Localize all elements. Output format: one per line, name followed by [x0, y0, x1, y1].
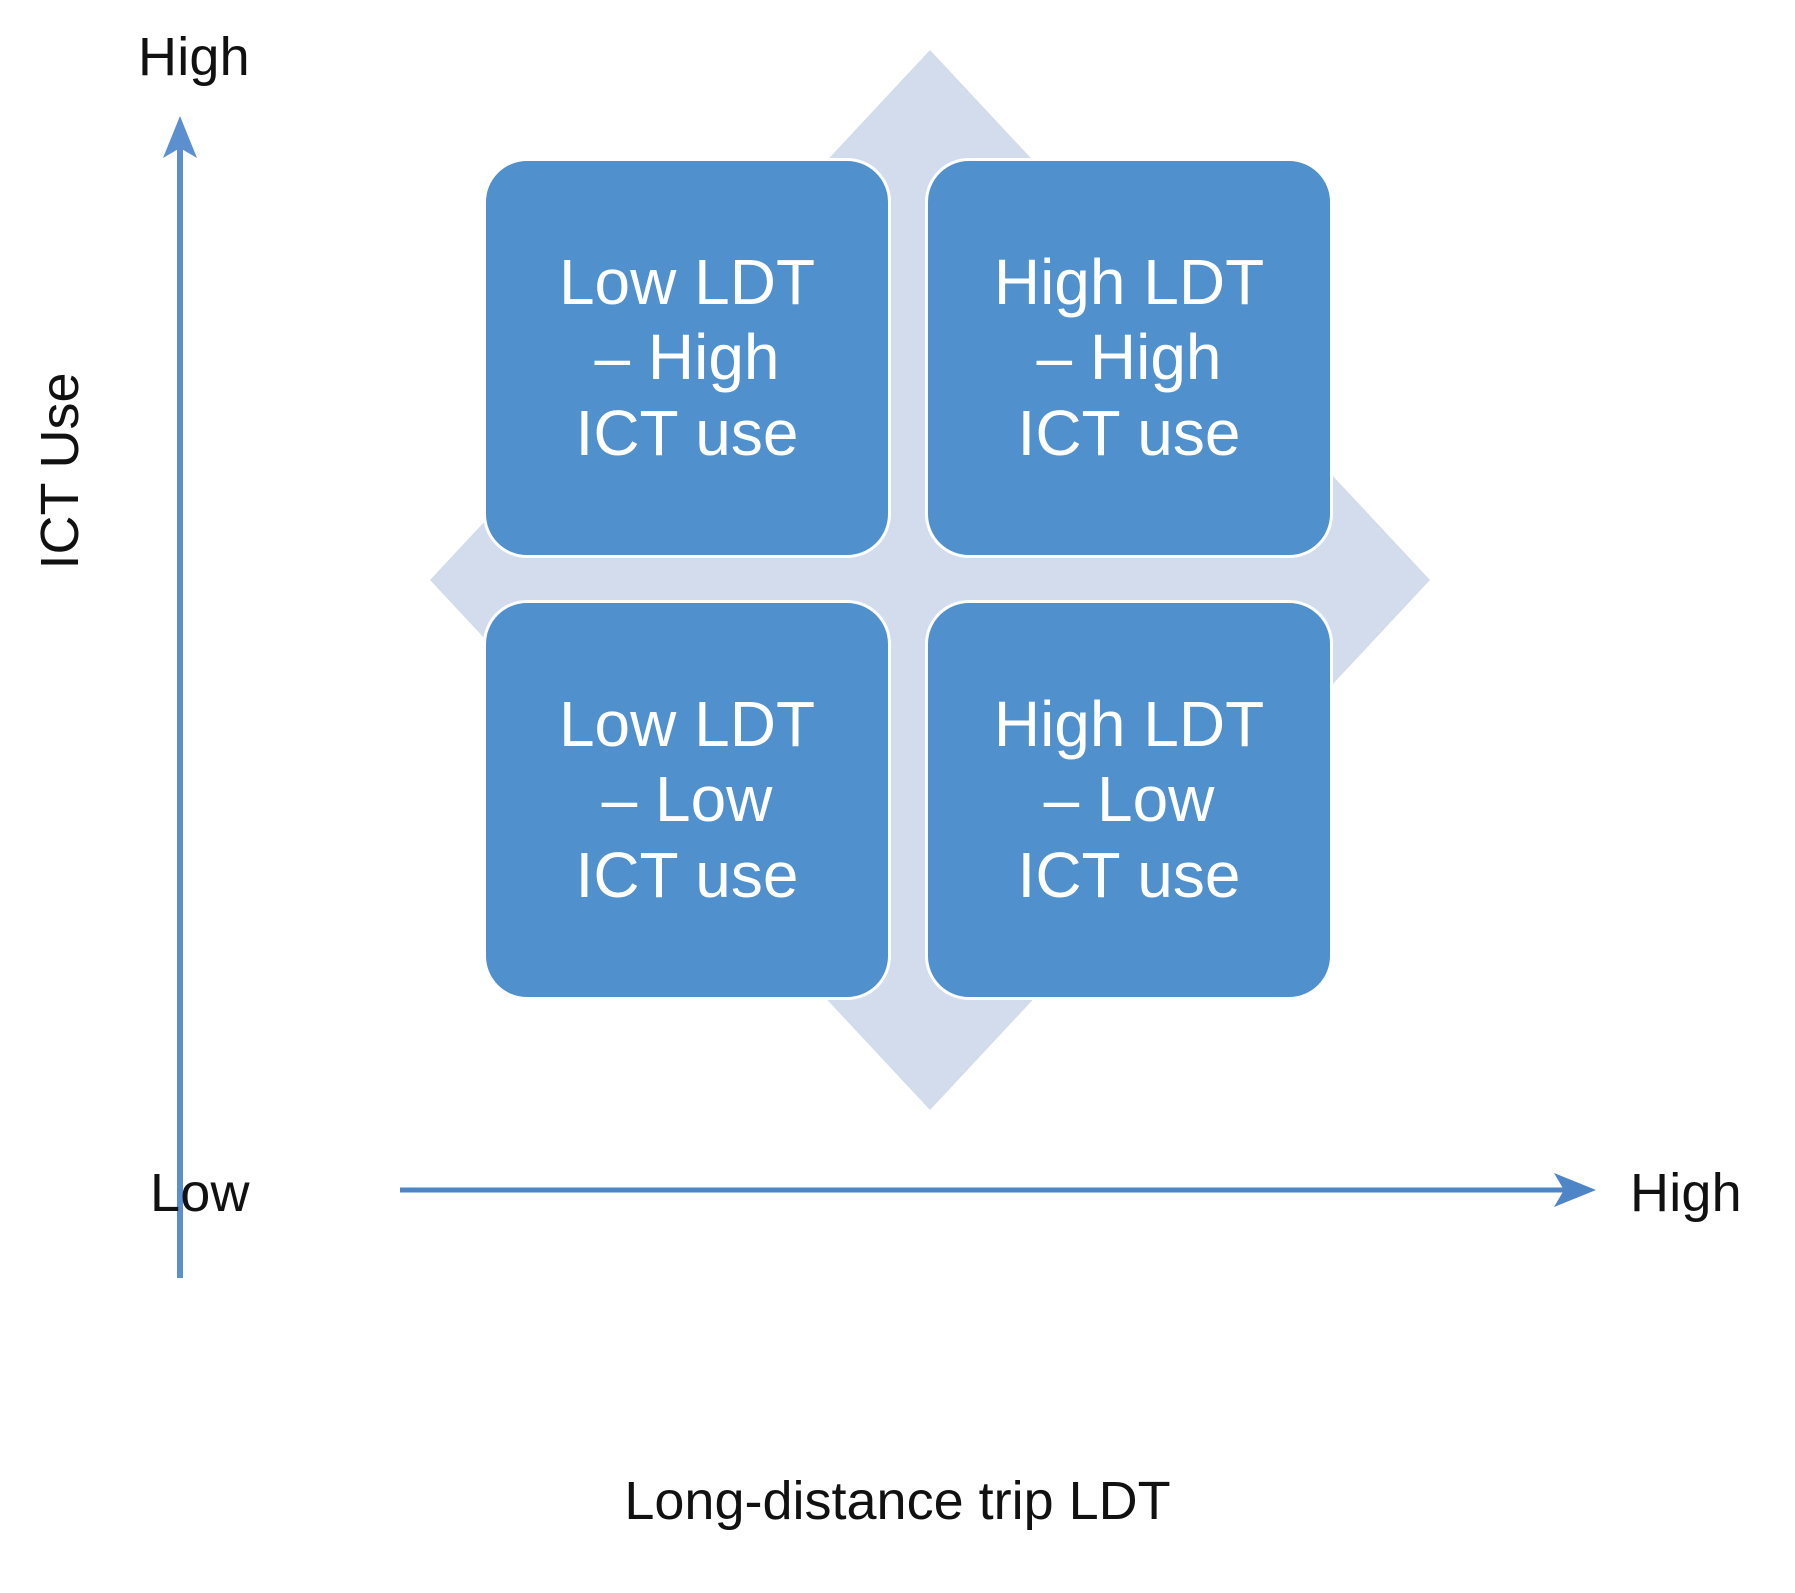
four-point-diamond-icon: [430, 50, 1430, 1110]
quadrant-label: Low LDT – High ICT use: [558, 245, 816, 469]
arrow-up-icon: [163, 116, 197, 1278]
x-axis-low-label: Low: [150, 1163, 250, 1223]
quadrant-low-ldt-low-ict[interactable]: Low LDT – Low ICT use: [483, 600, 891, 1000]
quadrant-high-ldt-high-ict[interactable]: High LDT – High ICT use: [925, 158, 1333, 558]
diagram-caption: Long-distance trip LDT: [624, 1471, 1171, 1531]
arrow-right-icon: [400, 1173, 1596, 1207]
y-axis-title: ICT Use: [30, 372, 90, 570]
quadrant-low-ldt-high-ict[interactable]: Low LDT – High ICT use: [483, 158, 891, 558]
quadrant-label: High LDT – Low ICT use: [993, 687, 1265, 911]
y-axis-high-label: High: [138, 27, 250, 87]
quadrant-label: High LDT – High ICT use: [993, 245, 1265, 469]
quadrant-label: Low LDT – Low ICT use: [558, 687, 816, 911]
quadrant-high-ldt-low-ict[interactable]: High LDT – Low ICT use: [925, 600, 1333, 1000]
x-axis-high-label: High: [1630, 1163, 1742, 1223]
